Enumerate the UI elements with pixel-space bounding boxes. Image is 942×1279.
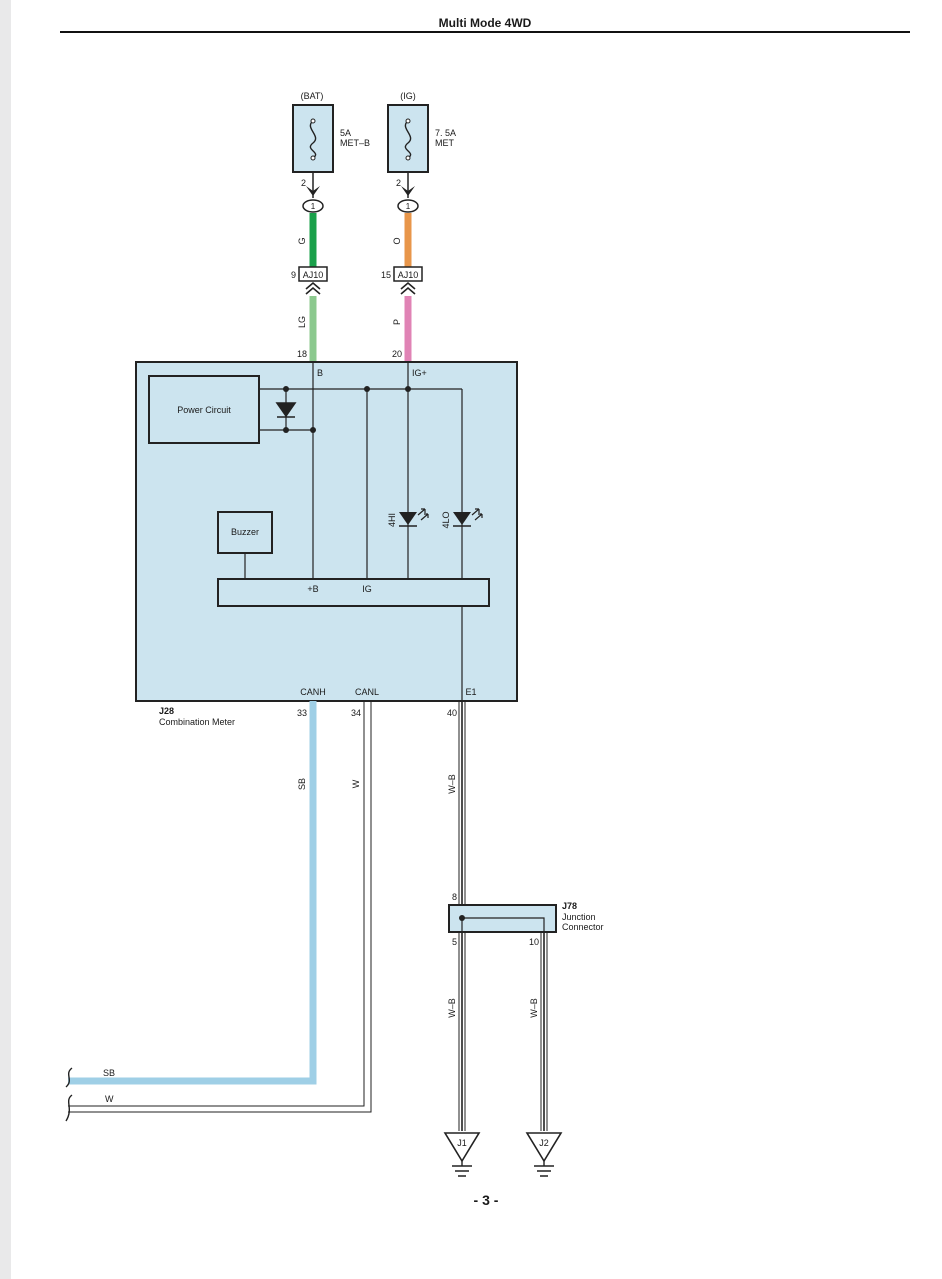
buzzer-label: Buzzer	[231, 527, 259, 537]
wire-break-icon	[65, 1067, 73, 1122]
wire-sb-bottom-label: SB	[103, 1068, 115, 1078]
page-number: - 3 -	[474, 1192, 499, 1208]
ground-j2-icon	[525, 1132, 563, 1163]
meter-pin-33: 33	[297, 708, 307, 718]
buzzer-box	[217, 511, 273, 554]
fuse-source-ig: (IG)	[400, 91, 416, 101]
terminal-ig-name: IG+	[412, 368, 427, 378]
led-4hi-label: 4HI	[387, 513, 397, 527]
j78-name-line1: Junction	[562, 912, 596, 922]
fuse-met-b	[292, 104, 334, 173]
connector-aj10-b-name: AJ10	[398, 270, 419, 280]
wire-w-bottom-label: W	[105, 1094, 114, 1104]
meter-id: J28	[159, 706, 174, 716]
j78-pin-10: 10	[529, 937, 539, 947]
fuse-met-b-element	[309, 120, 317, 159]
ic-ig-label: IG	[362, 584, 372, 594]
page-title: Multi Mode 4WD	[439, 16, 532, 30]
fuse-met-element	[404, 120, 412, 159]
connector-aj10-b-chevron-icon	[400, 281, 416, 295]
wire-w	[68, 701, 365, 1107]
wire-g-label: G	[297, 237, 307, 244]
wire-sb-label: SB	[297, 778, 307, 790]
wire-sb	[68, 701, 317, 1085]
led-4lo-label: 4LO	[441, 511, 451, 528]
led-4lo-icon	[453, 508, 483, 527]
fuse-met-b-pin: 2	[301, 178, 306, 188]
fuse-met-arrow-icon	[401, 186, 415, 196]
j78-id: J78	[562, 901, 577, 911]
terminal-canh-name: CANH	[300, 687, 326, 697]
connector-aj10-pin-15: 15	[381, 270, 391, 280]
junction-block-1-label: 1	[311, 202, 316, 211]
wire-w-label: W	[351, 779, 361, 788]
led-4hi-icon	[399, 508, 429, 527]
wire-wb2-label: W–B	[447, 998, 457, 1018]
terminal-b-name: B	[317, 368, 323, 378]
wire-lg-label: LG	[297, 316, 307, 328]
junction-block-2-label: 1	[406, 202, 411, 211]
junction-block-1	[302, 199, 324, 213]
connector-aj10-a-name: AJ10	[303, 270, 324, 280]
diode-icon	[275, 402, 297, 418]
fuse-met-name: MET	[435, 138, 455, 148]
terminal-canl-name: CANL	[355, 687, 379, 697]
junction-block-2	[397, 199, 419, 213]
power-circuit-label: Power Circuit	[177, 405, 231, 415]
wire-wb1-label: W–B	[447, 774, 457, 794]
fuse-met-rating: 7. 5A	[435, 128, 456, 138]
fuse-met-b-arrow-icon	[306, 186, 320, 196]
power-circuit-box	[148, 375, 260, 444]
connector-aj10-pin-9: 9	[291, 270, 296, 280]
ground-j1-icon	[443, 1132, 481, 1163]
ground-j2-label: J2	[539, 1138, 549, 1148]
junction-dots	[283, 386, 411, 433]
ground-j1-label: J1	[457, 1138, 467, 1148]
meter-ic-block	[217, 578, 490, 607]
ic-plus-b-label: +B	[307, 584, 318, 594]
j78-pin-8: 8	[452, 892, 457, 902]
connector-aj10-b	[393, 266, 423, 282]
meter-name: Combination Meter	[159, 717, 235, 727]
wire-p-label: P	[392, 319, 402, 325]
meter-pin-20: 20	[392, 349, 402, 359]
connector-aj10-a	[298, 266, 328, 282]
connector-aj10-a-chevron-icon	[305, 281, 321, 295]
meter-pin-40: 40	[447, 708, 457, 718]
fuse-met-pin: 2	[396, 178, 401, 188]
meter-pin-18: 18	[297, 349, 307, 359]
fuse-met-b-rating: 5A	[340, 128, 351, 138]
page-margin	[0, 0, 11, 1279]
j78-pin-5: 5	[452, 937, 457, 947]
terminal-e1-name: E1	[465, 687, 476, 697]
fuse-source-bat: (BAT)	[301, 91, 324, 101]
j78-name-line2: Connector	[562, 922, 604, 932]
wire-wb3-label: W–B	[529, 998, 539, 1018]
fuse-met	[387, 104, 429, 173]
fuse-met-b-name: MET–B	[340, 138, 370, 148]
meter-internal-wiring	[244, 362, 463, 579]
meter-pin-34: 34	[351, 708, 361, 718]
wire-o-label: O	[392, 237, 402, 244]
